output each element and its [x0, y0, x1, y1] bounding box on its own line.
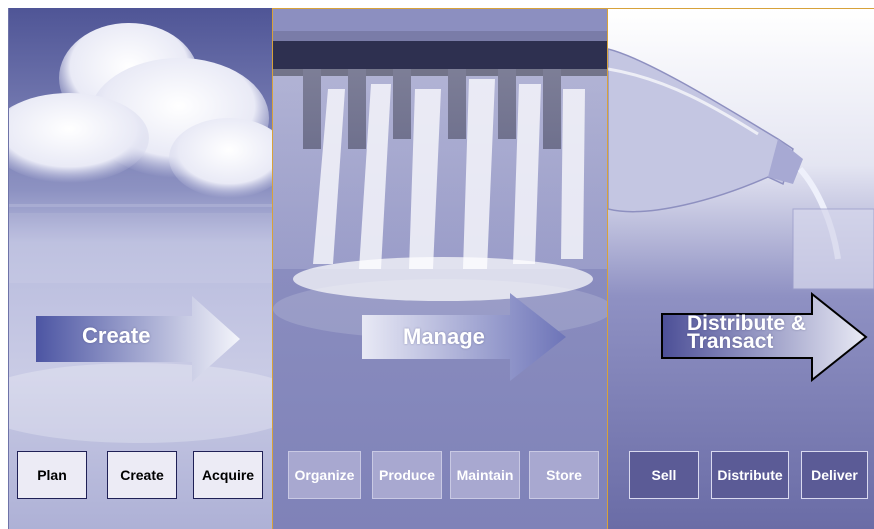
activity-produce-box: Produce: [372, 451, 442, 499]
activity-create-box: Create: [107, 451, 177, 499]
activity-sell-box: Sell: [629, 451, 699, 499]
create-arrow: [36, 296, 240, 382]
activity-acquire-box: Acquire: [193, 451, 263, 499]
arrow-label-line-1: Distribute &: [687, 312, 807, 335]
water-bottle-pouring-image: [608, 9, 874, 529]
create-stage-panel: [8, 8, 272, 529]
create-arrow-label: Create: [82, 323, 151, 348]
distribute-transact-arrow-label: Distribute & Transact: [687, 312, 807, 353]
arrow-label-line-2: Transact: [687, 330, 774, 353]
activity-deliver-box: Deliver: [801, 451, 868, 499]
activity-maintain-box: Maintain: [450, 451, 520, 499]
activity-store-box: Store: [529, 451, 599, 499]
clouds-over-water-image: [9, 8, 272, 529]
distribute-stage-panel: [608, 8, 874, 529]
distribute-transact-arrow: [661, 292, 868, 382]
activity-plan-box: Plan: [17, 451, 87, 499]
dam-spillway-waterfall-image: [273, 9, 607, 529]
activity-organize-box: Organize: [288, 451, 361, 499]
manage-stage-panel: [272, 8, 608, 529]
manage-arrow: [362, 293, 566, 381]
activity-distribute-box: Distribute: [711, 451, 789, 499]
manage-arrow-label: Manage: [403, 324, 485, 349]
